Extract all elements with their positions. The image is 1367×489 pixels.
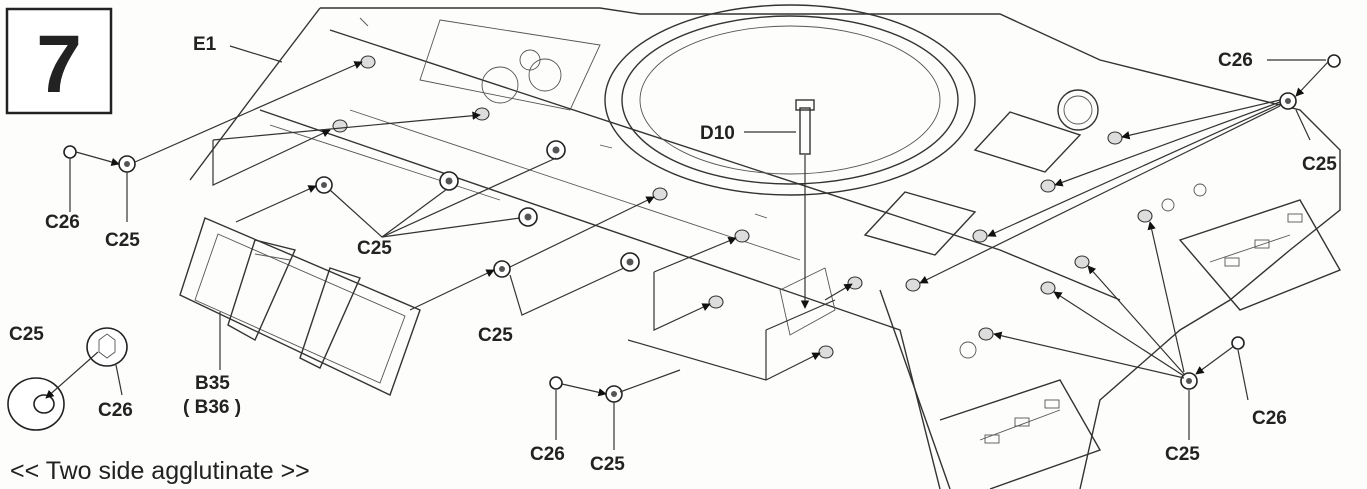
label-b35: B35 — [195, 373, 230, 394]
label-c25-detail: C25 — [9, 324, 44, 345]
label-c25-left: C25 — [105, 230, 140, 251]
label-c25-right-bottom: C25 — [1165, 444, 1200, 465]
label-c25-center: C25 — [357, 238, 392, 259]
label-c25-bottom: C25 — [590, 454, 625, 475]
part-d10-rod — [799, 107, 811, 155]
step-number: 7 — [36, 19, 82, 110]
label-b36: ( B36 ) — [183, 397, 241, 418]
caption: << Two side agglutinate >> — [10, 457, 310, 485]
part-labels: E1 D10 C26 C25 C26 C25 C25 C25 B35 ( B36… — [9, 34, 1337, 475]
label-c25-top-right: C25 — [1302, 154, 1337, 175]
deck-detail — [359, 17, 768, 219]
label-d10: D10 — [700, 123, 735, 144]
label-c26-left: C26 — [45, 212, 80, 233]
step-number-box: 7 — [5, 7, 113, 115]
part-b35-bracket — [179, 217, 421, 396]
label-c25-mid: C25 — [478, 325, 513, 346]
mounting-holes — [332, 55, 1153, 359]
label-c26-top-right: C26 — [1218, 50, 1253, 71]
label-c26-detail: C26 — [98, 400, 133, 421]
washers — [63, 54, 1341, 403]
assembly-arrows — [45, 45, 1329, 450]
label-c26-right-bottom: C26 — [1252, 408, 1287, 429]
hull-drawing — [189, 4, 1342, 489]
label-e1: E1 — [193, 34, 217, 55]
label-c26-bottom: C26 — [530, 444, 565, 465]
